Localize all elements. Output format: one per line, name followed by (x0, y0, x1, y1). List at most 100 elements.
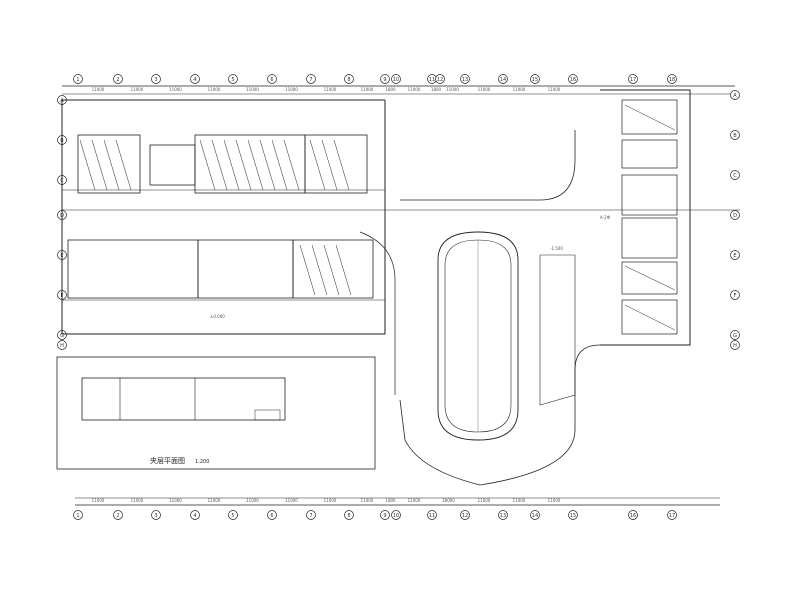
grid-bubble-bottom: 15 (568, 510, 578, 520)
grid-bubble-bottom: 10 (391, 510, 401, 520)
svg-text:4: 4 (193, 513, 196, 519)
grid-bubble-bottom: 17 (667, 510, 677, 520)
grid-bubble-top: 8 (344, 74, 354, 84)
dimension-text-bottom: 11000 (324, 498, 337, 503)
svg-text:A: A (733, 93, 737, 99)
dimension-text-bottom: 11000 (246, 498, 259, 503)
svg-text:H: H (60, 343, 64, 349)
dimension-text-top: 11000 (446, 87, 459, 92)
svg-text:16: 16 (570, 77, 576, 83)
grid-bubble-left: H (57, 340, 67, 350)
curved-ramp (399, 130, 601, 486)
grid-bubble-top: 11 (427, 74, 437, 84)
svg-text:1: 1 (76, 513, 79, 519)
grid-bubble-top: 1 (73, 74, 83, 84)
svg-text:C: C (733, 173, 737, 179)
svg-text:8: 8 (347, 77, 350, 83)
dimension-text-bottom: 11000 (92, 498, 105, 503)
svg-text:17: 17 (669, 513, 675, 519)
grid-bubble-top: 13 (460, 74, 470, 84)
svg-text:G: G (733, 333, 737, 339)
grid-bubble-bottom: 3 (151, 510, 161, 520)
grid-bubble-top: 5 (228, 74, 238, 84)
grid-bubble-top: 17 (628, 74, 638, 84)
svg-text:12: 12 (437, 77, 443, 83)
dimension-text-bottom: 11000 (408, 498, 421, 503)
svg-text:11: 11 (429, 513, 435, 519)
oval-track (437, 231, 519, 441)
svg-text:10: 10 (393, 77, 399, 83)
dimension-text-bottom: 11000 (208, 498, 221, 503)
dimension-text-top: 11000 (361, 87, 374, 92)
dimension-text-bottom: 28000 (442, 498, 455, 503)
svg-text:17: 17 (630, 77, 636, 83)
grid-bubble-right: G (730, 330, 740, 340)
svg-text:3: 3 (154, 513, 157, 519)
dimension-text-top: 11000 (285, 87, 298, 92)
note-2: -1.500 (550, 246, 563, 251)
dimension-text-bottom: 11000 (513, 498, 526, 503)
grid-bubble-bottom: 6 (267, 510, 277, 520)
grid-bubble-bottom: 5 (228, 510, 238, 520)
grid-bubble-bottom: 8 (344, 510, 354, 520)
svg-text:9: 9 (383, 513, 386, 519)
grid-bubble-top: 15 (530, 74, 540, 84)
inset-scale: 1:200 (195, 459, 209, 465)
grid-bubble-top: 14 (498, 74, 508, 84)
dimension-text-top: 11000 (478, 87, 491, 92)
svg-text:6: 6 (270, 77, 273, 83)
right-building (539, 89, 691, 406)
svg-text:D: D (733, 213, 737, 219)
grid-bubble-top: 7 (306, 74, 316, 84)
svg-text:13: 13 (462, 77, 468, 83)
svg-text:10: 10 (393, 513, 399, 519)
dimension-text-top: 1800 (385, 87, 396, 92)
dimension-text-top: 1800 (431, 87, 442, 92)
svg-text:14: 14 (532, 513, 538, 519)
svg-text:9: 9 (383, 77, 386, 83)
svg-text:5: 5 (231, 513, 234, 519)
svg-text:6: 6 (270, 513, 273, 519)
svg-text:13: 13 (500, 513, 506, 519)
grid-bubble-top: 2 (113, 74, 123, 84)
dimension-text-bottom: 11000 (361, 498, 374, 503)
lower-room-row (67, 231, 396, 395)
dimension-text-top: 11000 (169, 87, 182, 92)
dimension-text-top: 11000 (513, 87, 526, 92)
svg-text:3: 3 (154, 77, 157, 83)
grid-bubble-bottom: 13 (498, 510, 508, 520)
grid-bubble-right: E (730, 250, 740, 260)
upper-room-row (77, 134, 368, 194)
grid-bubble-top: 18 (667, 74, 677, 84)
note-3: ±0.000 (210, 314, 225, 319)
svg-text:14: 14 (500, 77, 506, 83)
svg-text:12: 12 (462, 513, 468, 519)
grid-bubble-right: D (730, 210, 740, 220)
grid-bubble-right: H (730, 340, 740, 350)
grid-bubble-bottom: 14 (530, 510, 540, 520)
svg-text:7: 7 (309, 513, 312, 519)
grid-bubble-bottom: 4 (190, 510, 200, 520)
main-building-outline (61, 99, 740, 335)
svg-text:H: H (733, 343, 737, 349)
grid-bubble-top: 9 (380, 74, 390, 84)
svg-text:8: 8 (347, 513, 350, 519)
note-1: A-2Ф (600, 215, 611, 220)
svg-text:G: G (60, 333, 64, 339)
svg-text:7: 7 (309, 77, 312, 83)
svg-text:2: 2 (116, 513, 119, 519)
dimension-text-top: 11000 (131, 87, 144, 92)
grid-bubble-top: 3 (151, 74, 161, 84)
grid-bubble-bottom: 9 (380, 510, 390, 520)
svg-text:15: 15 (570, 513, 576, 519)
grid-bubble-right: C (730, 170, 740, 180)
grid-bubble-bottom: 12 (460, 510, 470, 520)
dimension-text-bottom: 11000 (548, 498, 561, 503)
svg-text:4: 4 (193, 77, 196, 83)
svg-text:E: E (733, 253, 736, 259)
grid-bubble-right: A (730, 90, 740, 100)
bottom-dimension-line (75, 497, 720, 506)
